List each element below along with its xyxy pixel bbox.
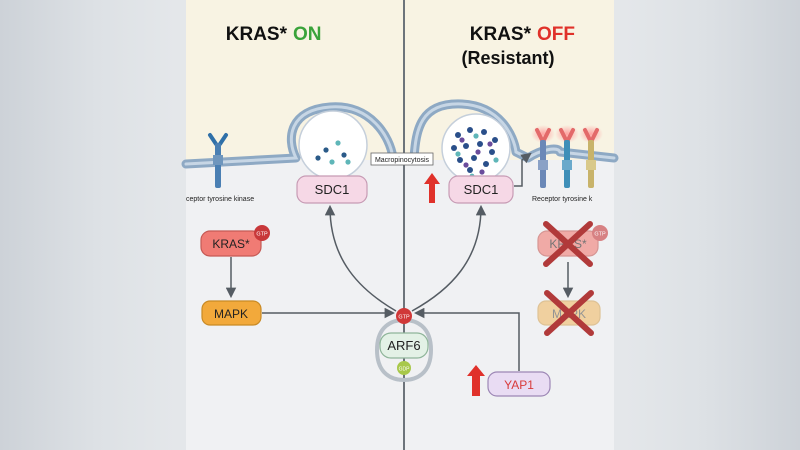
sdc1-up-arrow-icon [424,173,440,203]
svg-text:KRAS*: KRAS* [212,237,250,251]
sdc1-to-receptor-arrow [514,152,532,187]
left-mapk-box: MAPK [201,300,262,326]
right-sdc1-box: SDC1 [448,175,514,204]
svg-text:OFF: OFF [537,24,575,45]
svg-text:SDC1: SDC1 [464,182,499,197]
svg-text:(Resistant): (Resistant) [461,48,554,68]
gdp-badge [397,361,411,375]
right-vesicle-icon [441,113,511,183]
left-receptor-icon [208,133,228,188]
svg-text:GDP: GDP [399,367,411,373]
arf6-complex: ARF6 GTP GDP [375,308,433,383]
yap1-box: YAP1 [487,371,551,397]
svg-text:ON: ON [293,24,322,45]
arf6-to-left-sdc1-arrow [324,204,397,312]
svg-text:GTP: GTP [256,232,268,238]
left-receptor-label: ceptor tyrosine kinase [186,196,254,203]
panel-background [186,0,614,450]
svg-text:Macropinocytosis: Macropinocytosis [375,157,430,164]
right-title: KRAS* OFF (Resistant) [461,24,575,68]
svg-text:GTP: GTP [398,315,410,321]
svg-text:KRAS*: KRAS* [470,24,532,45]
gtp-badge [396,308,412,324]
svg-text:KRAS*: KRAS* [226,24,288,45]
left-vesicle-icon [298,110,368,180]
kras-cross-icon [543,221,593,267]
left-sdc1-box: SDC1 [296,175,368,204]
right-receptor-icon [531,125,603,188]
svg-text:YAP1: YAP1 [504,378,534,392]
svg-text:MAPK: MAPK [214,307,248,321]
svg-text:GTP: GTP [594,232,606,238]
yap1-to-arf6-arrow [413,307,520,371]
left-title: KRAS* ON [226,24,322,45]
svg-text:ARF6: ARF6 [387,338,420,353]
right-receptor-label: Receptor tyrosine k [532,196,593,203]
macropinocytosis-tag: Macropinocytosis [370,152,434,166]
yap1-up-arrow-icon [467,365,485,396]
mapk-cross-icon [544,290,594,336]
arf6-to-right-sdc1-arrow [411,204,487,312]
svg-text:SDC1: SDC1 [315,182,350,197]
left-kras-box: KRAS* GTP [200,225,270,257]
